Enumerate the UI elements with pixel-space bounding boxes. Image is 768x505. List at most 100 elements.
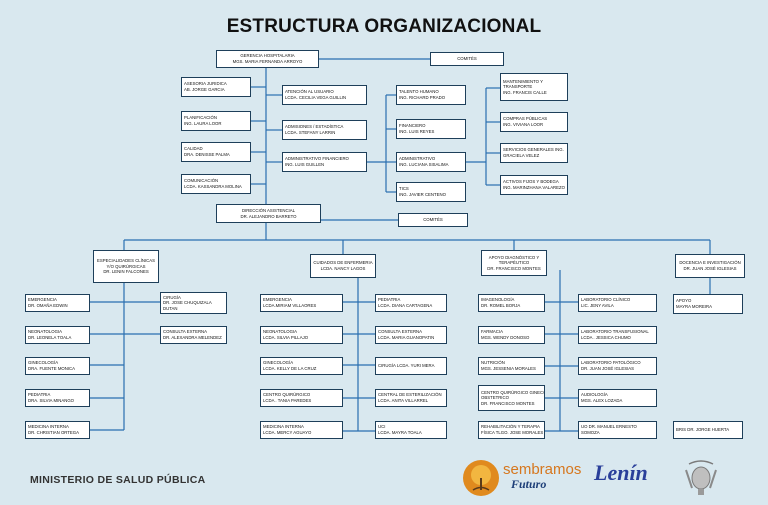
box-line: CIRUGÍA LCDA. YURI MERA [378, 363, 435, 369]
box-line: ESPECIALIDADES CLÍNICAS [96, 258, 156, 264]
box-line: MEDICINA INTERNA [263, 424, 304, 430]
box-line: GINECOLOGÍA [28, 360, 59, 366]
box-line: CENTRAL DE ESTERILIZACIÓN [378, 392, 442, 398]
logo-text-futuro: Futuro [511, 477, 547, 491]
coat-of-arms-icon [685, 460, 717, 495]
box-line: DR. CHRISTIAN ORTEGA [28, 430, 80, 435]
box-line: TERAPÉUTICO [498, 260, 530, 266]
box-line: DR. ROMEL BORJA [481, 303, 521, 308]
box-line: ING. VIVIANA LOOR [503, 122, 544, 127]
box-line: CIRUGÍA [163, 294, 181, 300]
box-line: DR. ALEJANDRO BARRETO [240, 213, 297, 219]
servicios-generales-box[interactable]: SERVICIOS GENERALES ING.GRACIELA VELEZ [500, 143, 568, 163]
box-line: CONSULTA EXTERNA [378, 329, 423, 335]
box-line: APOYO DIAGNÓSTICO Y [488, 254, 540, 260]
box-line: COMUNICACIÓN [184, 178, 219, 184]
box-line: LCDA . TANIA PAREDES [263, 398, 312, 403]
box-line: DR. ALEXANDRA MELENDEZ [163, 335, 222, 340]
cirugia-lcda-box[interactable]: CIRUGÍA LCDA. YURI MERA [375, 357, 447, 375]
box-line: LIC. JENY AVILA [581, 303, 614, 308]
box-line: MGS. WENDY DONOSO [481, 335, 530, 340]
box-line: CENTRO QUIRÚRGICO [263, 392, 311, 398]
box-line: GERENCIA HOSPITALARIA [240, 53, 295, 59]
box-line: FINANCIERO [399, 123, 426, 129]
box-line: MGS. ALEX LOZADA [581, 398, 623, 403]
box-line: AB. JORGE GARCIA [184, 87, 225, 92]
comites-box-mid[interactable]: COMITÉS [398, 213, 468, 227]
box-line: DUTAN [163, 305, 178, 311]
box-line: DR. FRANCISCO MONTES [487, 265, 541, 271]
box-line: MGS. MARIA FERNANDA ARROYO [232, 59, 303, 64]
box-line: ADMINISTRATIVO FINANCIERO [285, 156, 349, 162]
box-line: ING. LUIS REYES [399, 129, 435, 134]
bris-box[interactable]: BRIS DR. JORGE HUERTA [673, 421, 743, 439]
box-line: UO DR. MANUEL ERNESTO [581, 424, 637, 430]
box-line: OBSTETRICO [481, 395, 509, 401]
box-line: LCDA. KASSANDRA MOLINA [184, 184, 242, 189]
box-line: LCDA. SILVIA PILLAJO [263, 335, 309, 340]
box-line: DOCENCIA E INVESTIGACIÓN [679, 260, 741, 266]
box-line: REHABILITACIÓN Y TERAPIA [481, 424, 540, 430]
box-line: TRANSPORTE [503, 84, 533, 90]
box-line: AUDIOLOGÍA [581, 392, 608, 398]
box-line: DR. FRANCISCO MONTES [481, 400, 535, 406]
comites-box-top[interactable]: COMITÉS [430, 52, 504, 66]
box-line: FÍSICA TLGO. JOSE MORALES [481, 430, 544, 435]
box-line: TICS [399, 186, 409, 192]
box-line: CONSULTA EXTERNA [163, 329, 208, 335]
box-line: MEDICINA INTERNA [28, 424, 69, 430]
box-line: LCDA. ANITA VILLARREL [378, 398, 429, 403]
box-line: BRIS DR. JORGE HUERTA [676, 427, 730, 433]
box-line: LCDA . JESSICA CHUMO [581, 335, 631, 340]
box-line: COMITÉS [457, 56, 477, 62]
box-line: NUTRICIÓN [481, 360, 505, 366]
